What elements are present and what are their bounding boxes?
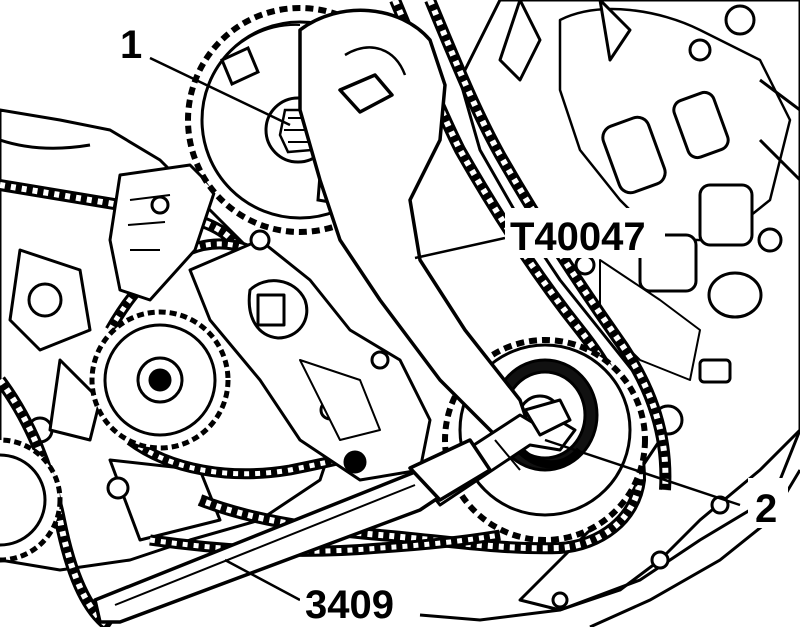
counterhold-tool-t40047 xyxy=(298,8,532,447)
callout-1: 1 xyxy=(120,23,142,67)
leader-lines xyxy=(149,56,741,602)
callout-3409: 3409 xyxy=(305,583,394,627)
leader-line-1 xyxy=(149,56,291,127)
chain-tensioner xyxy=(108,163,217,302)
leader-line-2 xyxy=(544,438,741,507)
leader-line-3409 xyxy=(224,558,301,602)
callout-t40047: T40047 xyxy=(510,215,646,259)
timing-chain xyxy=(0,0,672,627)
callout-labels: 1 T40047 2 3409 xyxy=(112,20,788,627)
intermediate-sprocket xyxy=(89,309,231,451)
torque-wrench-3409 xyxy=(93,438,492,624)
left-sprocket-partial xyxy=(0,437,63,563)
leader-line-t40047 xyxy=(414,236,506,260)
center-housing xyxy=(188,229,432,482)
callout-2: 2 xyxy=(755,487,777,531)
